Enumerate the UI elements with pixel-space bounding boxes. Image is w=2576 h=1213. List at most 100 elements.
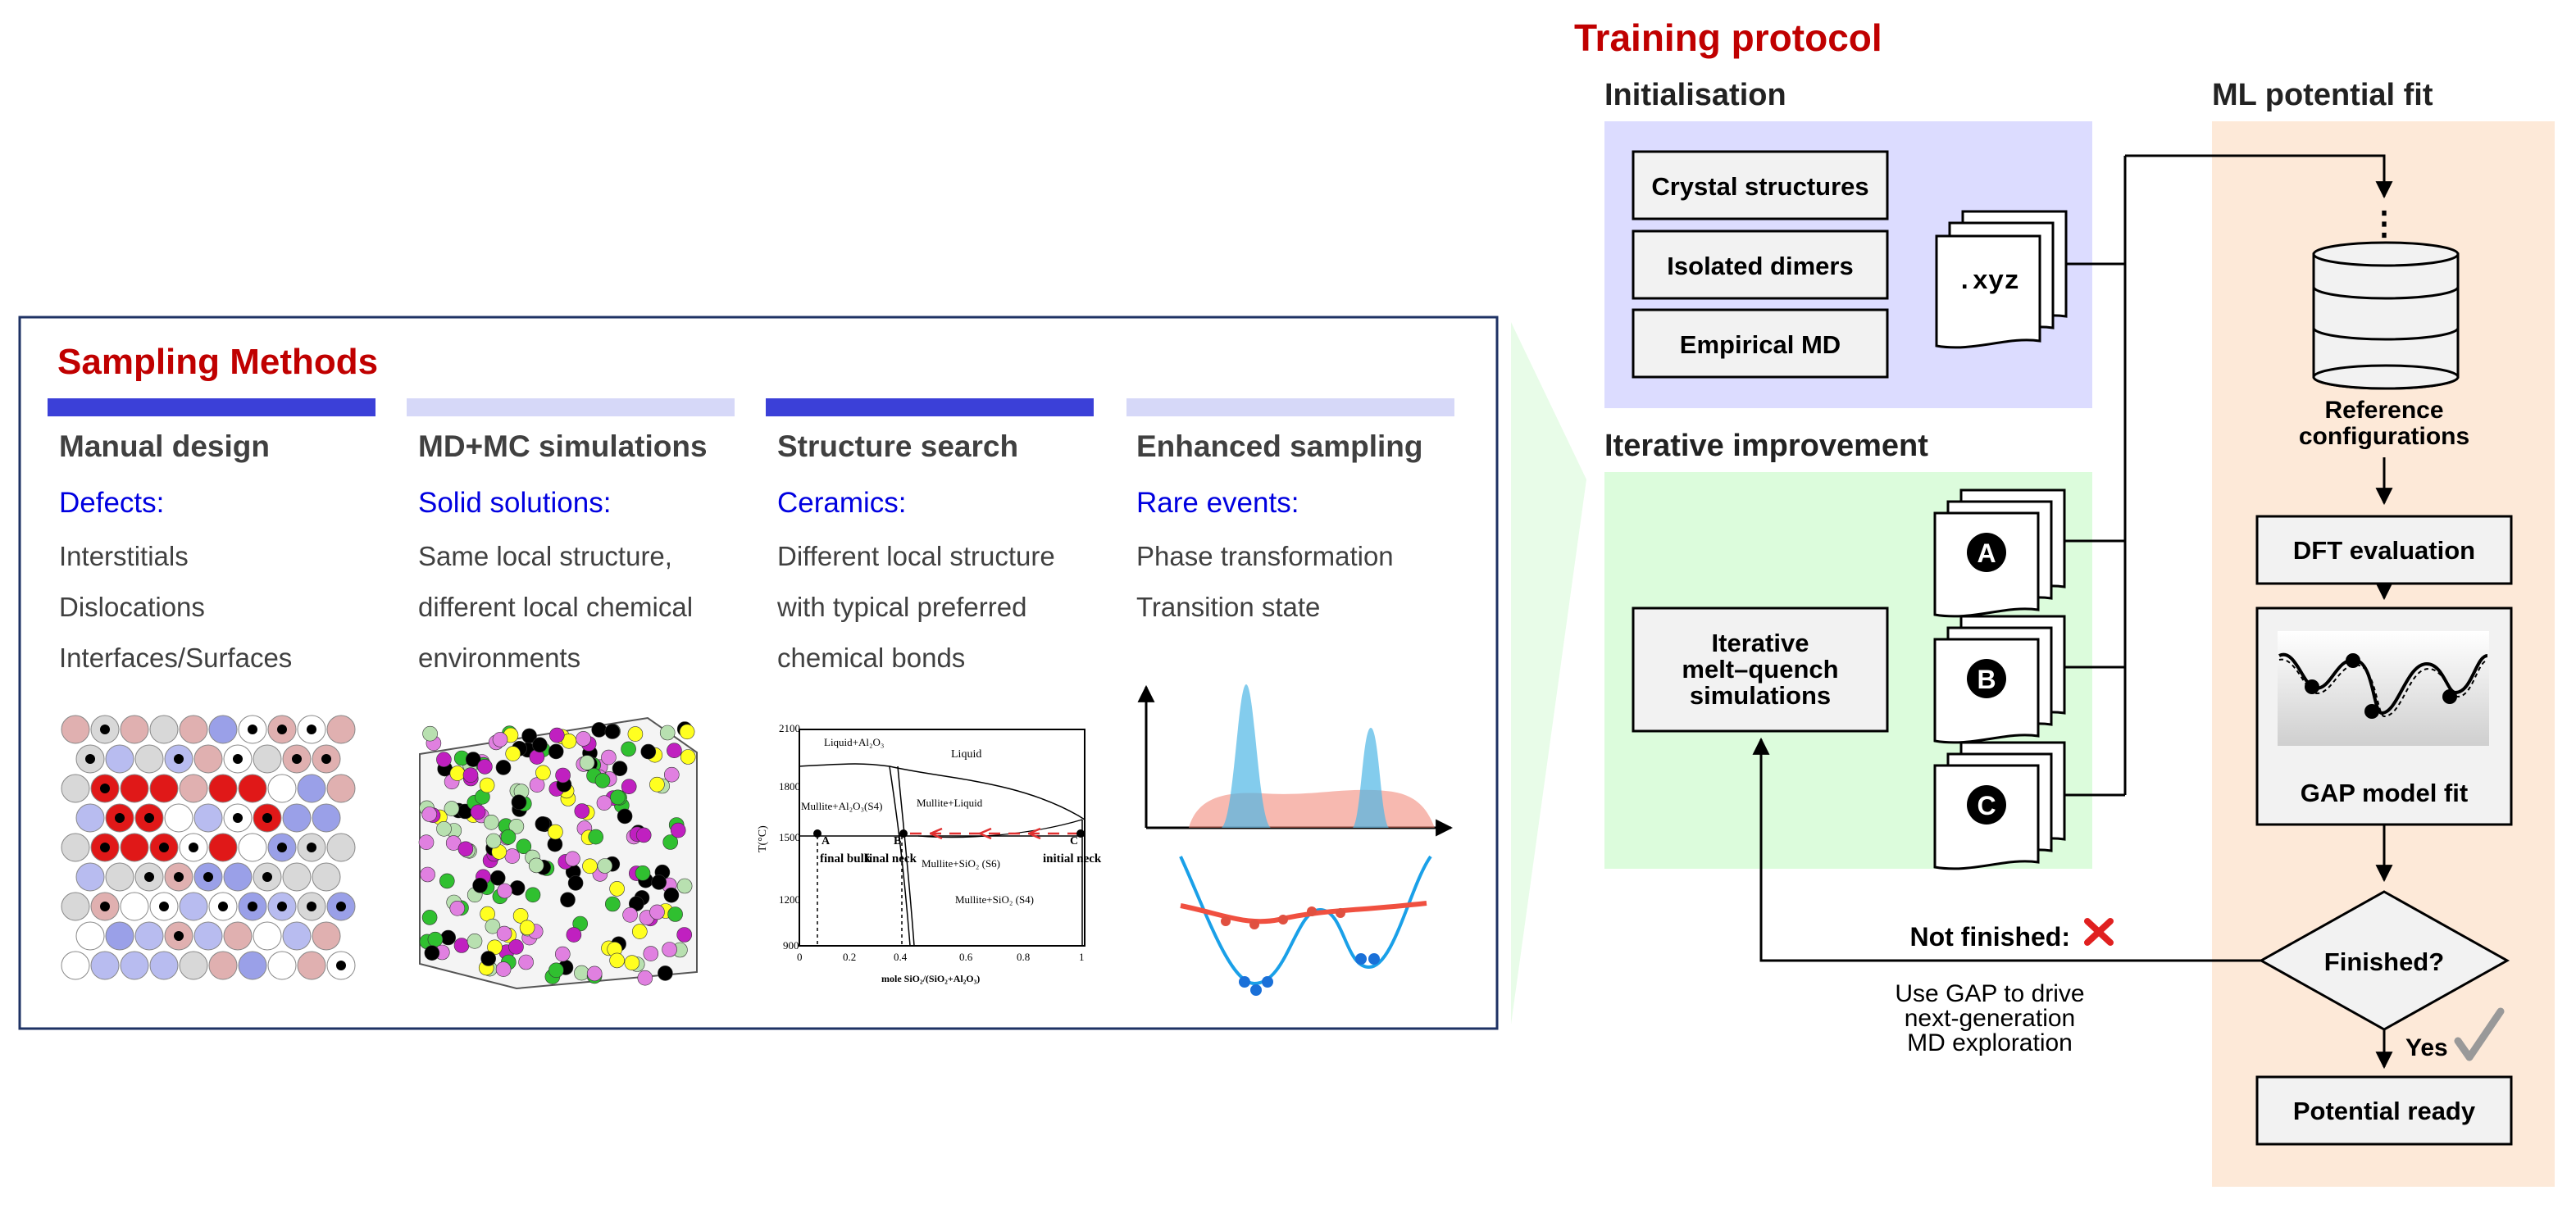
atom — [472, 878, 488, 893]
column-line: Interfaces/Surfaces — [59, 643, 292, 673]
point-label: B — [894, 835, 901, 847]
column-line: Phase transformation — [1136, 541, 1394, 571]
annotation-label: final bulk — [820, 852, 872, 865]
interstitial-atom — [100, 784, 110, 793]
atom — [631, 924, 648, 939]
atom — [535, 815, 551, 832]
atom — [610, 789, 626, 806]
atom — [680, 749, 696, 765]
interstitial-atom — [307, 843, 316, 852]
atom — [548, 743, 564, 760]
box-label: Empirical MD — [1680, 330, 1841, 359]
atom — [470, 804, 486, 820]
box-label: Isolated dimers — [1667, 252, 1853, 280]
interstitial-atom — [159, 902, 169, 911]
atom — [508, 939, 524, 955]
atom — [586, 965, 603, 982]
atom — [518, 954, 534, 970]
atom — [120, 774, 149, 803]
atom — [576, 731, 591, 747]
atom — [418, 834, 435, 850]
atom — [555, 767, 571, 784]
defect-lattice-image — [61, 715, 356, 980]
atom — [61, 951, 90, 980]
atom — [179, 951, 208, 980]
interstitial-atom — [115, 813, 125, 823]
atom — [61, 715, 90, 744]
solid-solution-image — [418, 716, 698, 990]
atom — [516, 838, 532, 854]
x-tick-label: 0.6 — [959, 951, 973, 963]
atom — [436, 752, 452, 768]
decision-label: Finished? — [2324, 947, 2444, 976]
column-line: Interstitials — [59, 541, 189, 571]
atom — [509, 880, 526, 896]
atom — [483, 814, 499, 830]
interstitial-atom — [174, 931, 184, 941]
atom — [90, 951, 120, 980]
xyz-file-stack-icon: .xyz — [1935, 210, 2068, 349]
atom — [253, 921, 282, 951]
atom — [525, 887, 541, 903]
interstitial-atom — [174, 754, 184, 764]
region-label: Mullite+SiO₂ (S4) — [955, 893, 1034, 906]
region-label: Mullite+Liquid — [917, 797, 983, 809]
atom — [61, 833, 90, 862]
box-label: Iterative — [1712, 629, 1809, 657]
column-title: Structure search — [777, 429, 1018, 463]
zoom-wedge — [1511, 322, 1586, 1024]
atom — [649, 776, 665, 793]
atom — [326, 715, 356, 744]
melt-quench-box: Iterative melt–quench simulations — [1632, 606, 1889, 733]
interstitial-atom — [100, 843, 110, 852]
interstitial-atom — [262, 813, 272, 823]
atom — [467, 934, 483, 949]
atom — [120, 715, 149, 744]
atom — [528, 857, 544, 874]
atom — [427, 931, 444, 947]
y-tick-label: 1800 — [779, 780, 800, 793]
box-label: GAP model fit — [2301, 779, 2468, 807]
atom — [149, 774, 179, 803]
atom — [421, 806, 438, 822]
y-tick-label: 1200 — [779, 893, 800, 906]
atom — [267, 951, 297, 980]
box-label: simulations — [1690, 681, 1831, 710]
atom — [601, 749, 617, 766]
reference-label: configurations — [2299, 423, 2469, 450]
column-subtitle: Solid solutions: — [418, 487, 611, 519]
interstitial-atom — [233, 813, 243, 823]
atom — [462, 767, 479, 784]
atom — [622, 907, 638, 923]
atom — [282, 921, 312, 951]
interstitial-atom — [277, 725, 287, 734]
atom — [253, 744, 282, 774]
atom — [621, 779, 637, 795]
atom — [560, 892, 576, 908]
y-tick-label: 1500 — [779, 831, 800, 843]
region-label: Mullite+Al₂O₃(S4) — [801, 800, 882, 812]
region-label: Liquid+Al₂O₃ — [824, 736, 884, 748]
box-label: Potential ready — [2293, 1097, 2476, 1125]
interstitial-atom — [159, 843, 169, 852]
atom — [627, 726, 644, 742]
column-line: with typical preferred — [776, 592, 1026, 622]
atom — [326, 774, 356, 803]
atom — [519, 920, 535, 936]
atom — [193, 744, 223, 774]
atom — [609, 881, 625, 897]
interstitial-atom — [336, 902, 346, 911]
loop-note: MD exploration — [1907, 1029, 2073, 1056]
atom — [420, 866, 435, 883]
column-subtitle: Rare events: — [1136, 487, 1299, 519]
atom — [663, 766, 680, 783]
phase-diagram-image: 2100 1800 1500 1200 900 T(°C) 0 0.2 0.4 … — [757, 722, 1102, 984]
atom — [61, 774, 90, 803]
atom — [422, 725, 438, 742]
atom — [208, 951, 238, 980]
x-axis-label: mole SiO₂/(SiO₂+Al₂O₃) — [881, 973, 980, 984]
atom — [676, 927, 693, 943]
region-label: Liquid — [951, 748, 981, 761]
loop-back-connector — [1752, 737, 2261, 962]
atom — [193, 803, 223, 833]
